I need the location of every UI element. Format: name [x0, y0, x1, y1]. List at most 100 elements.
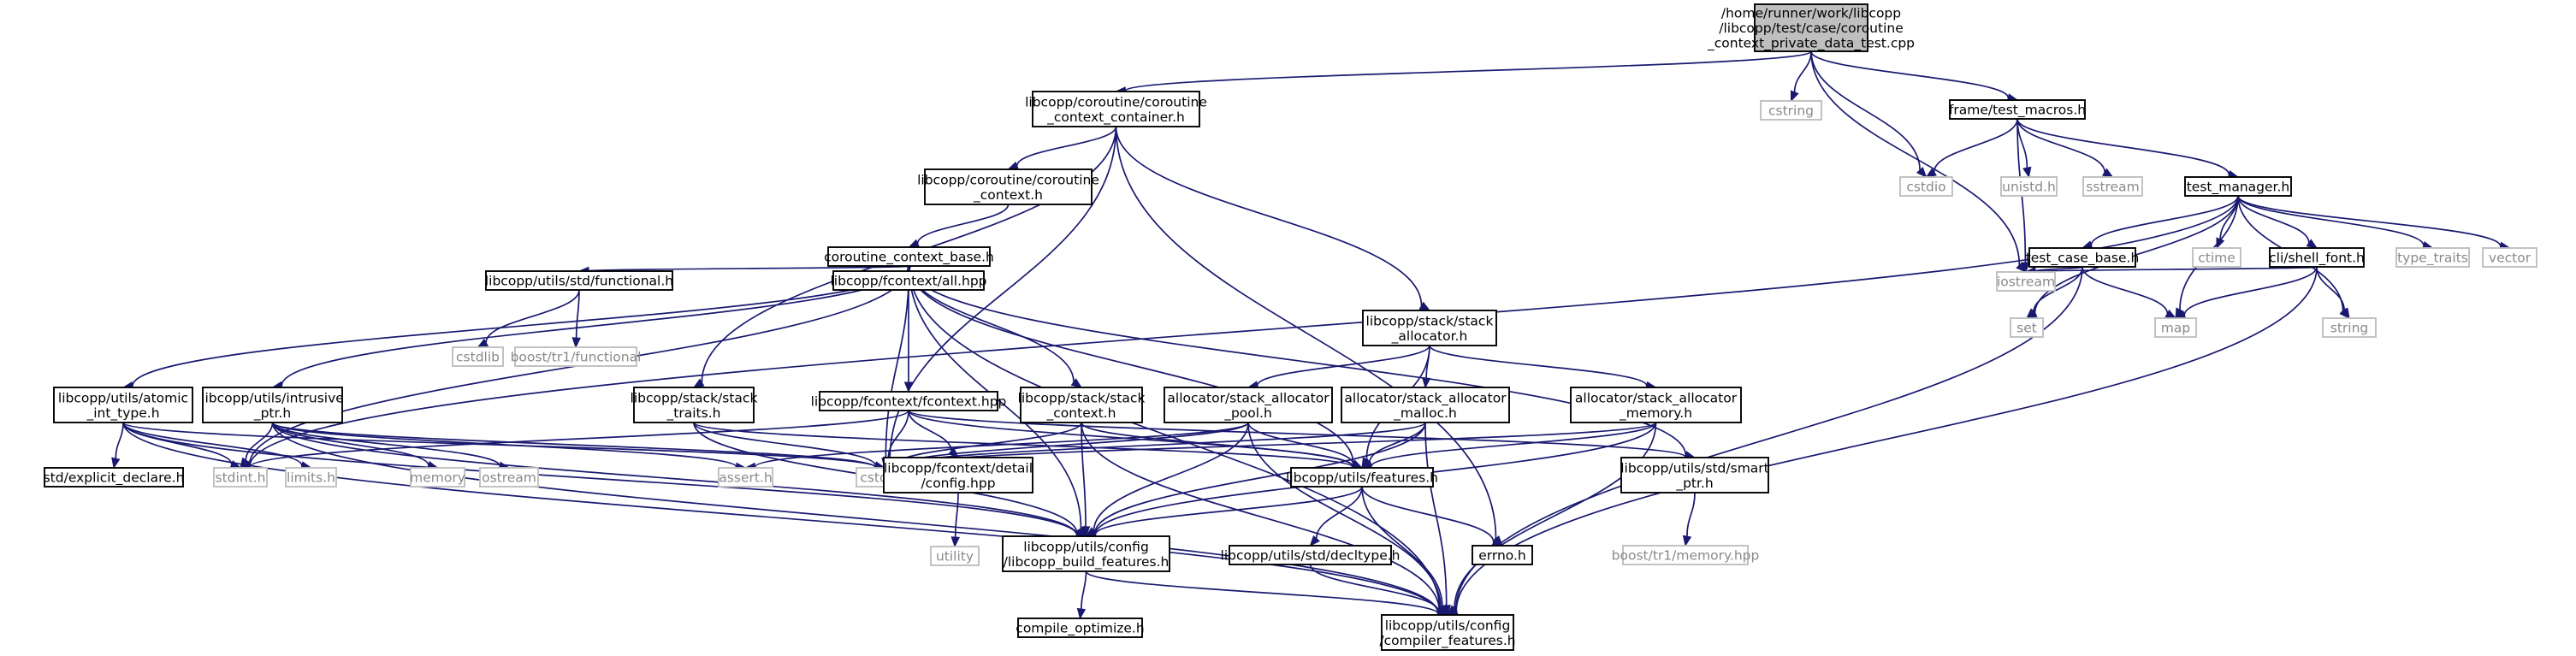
node-fcontext-hpp[interactable]: libcopp/fcontext/fcontext.hpp	[811, 391, 1007, 411]
node-fcontext-all[interactable]: libcopp/fcontext/all.hpp	[831, 270, 987, 291]
node-stack-allocator[interactable]: libcopp/stack/stack_allocator.h	[1362, 310, 1497, 346]
node-coroutine-context-h[interactable]: libcopp/coroutine/coroutine_context.h	[917, 168, 1099, 205]
node-explicit-declare[interactable]: std/explicit_declare.h	[44, 467, 185, 488]
edge-line	[908, 265, 1441, 611]
header-nodes: /home/runner/work/libcopp/libcopp/test/c…	[44, 3, 2538, 651]
node-label: /config.hpp	[921, 476, 995, 491]
arrowhead	[1916, 166, 1928, 178]
arrowhead	[111, 457, 121, 470]
node-label: libcopp/utils/features.h	[1286, 470, 1438, 486]
arrowhead	[2021, 262, 2030, 274]
node-root[interactable]: /home/runner/work/libcopp/libcopp/test/c…	[1707, 3, 1915, 52]
node-type-traits: type_traits	[2395, 247, 2470, 268]
node-box	[2395, 247, 2470, 268]
edge-line	[1686, 492, 1696, 537]
node-label: allocator/stack_allocator	[1575, 390, 1738, 406]
edge-line	[271, 422, 501, 467]
arrowhead	[1070, 378, 1083, 388]
node-label: ostream	[482, 470, 536, 486]
edge-line	[271, 422, 429, 466]
edge-line	[1429, 345, 1648, 387]
node-label: _context_container.h	[1046, 109, 1185, 126]
node-box	[1229, 545, 1392, 565]
node-label: memory	[410, 470, 465, 486]
edge-line	[754, 422, 1249, 468]
edge-line	[2237, 195, 2310, 244]
node-coroutine-context-container[interactable]: libcopp/coroutine/coroutine_context_cont…	[1025, 91, 1207, 127]
edge-line	[954, 492, 959, 538]
node-stack-context[interactable]: libcopp/stack/stack_context.h	[1018, 387, 1146, 423]
node-label: ctime	[2198, 251, 2235, 266]
arrowhead	[1790, 90, 1799, 103]
node-shell-font[interactable]: cli/shell_font.h	[2269, 247, 2365, 268]
node-label: libcopp/fcontext/all.hpp	[831, 274, 987, 289]
node-test-manager[interactable]: test_manager.h	[2184, 176, 2292, 197]
edge-line	[1081, 422, 1353, 467]
node-frame-test-macros[interactable]: frame/test_macros.h	[1949, 99, 2086, 120]
node-features[interactable]: libcopp/utils/features.h	[1286, 467, 1438, 488]
edge-root-to-frame-test-macros	[1810, 50, 2019, 103]
node-build-features[interactable]: libcopp/utils/config/libcopp_build_featu…	[1002, 535, 1170, 572]
edge-line	[1081, 422, 1087, 528]
node-label: cstdlib	[456, 350, 500, 365]
node-label: libcopp/stack/stack	[1366, 313, 1494, 328]
edge-line	[1361, 486, 1495, 542]
node-label: test_manager.h	[2187, 180, 2290, 196]
edge-line	[245, 422, 274, 461]
node-label: /libcopp_build_features.h	[1004, 554, 1170, 570]
node-label: _pool.h	[1223, 405, 1272, 422]
edge-line	[2016, 118, 2105, 173]
node-alloc-memory[interactable]: allocator/stack_allocator_memory.h	[1570, 387, 1742, 423]
edge-line	[122, 422, 233, 465]
node-errno[interactable]: errno.h	[1472, 545, 1533, 565]
edge-coroutine-context-base-to-smart-ptr	[908, 265, 1697, 460]
node-label: _ptr.h	[1675, 476, 1713, 492]
arrowhead	[692, 378, 705, 388]
node-label: _context.h	[1046, 405, 1116, 422]
edge-frame-test-macros-to-sstream	[2016, 118, 2114, 178]
edge-alloc-malloc-to-features	[1360, 422, 1426, 469]
node-label: _memory.h	[1619, 405, 1692, 422]
node-map: map	[2154, 317, 2197, 338]
node-std-functional[interactable]: libcopp/utils/std/functional.h	[485, 270, 673, 291]
node-decltype[interactable]: libcopp/utils/std/decltype.h	[1221, 545, 1401, 565]
edge-line	[1081, 422, 1441, 611]
node-label: allocator/stack_allocator	[1344, 390, 1507, 406]
node-label: string	[2330, 321, 2369, 336]
node-sstream: sstream	[2082, 176, 2143, 197]
arrowhead	[950, 536, 960, 548]
node-coroutine-context-base[interactable]: coroutine_context_base.h	[824, 246, 994, 267]
edge-line	[2316, 266, 2345, 310]
node-box	[718, 467, 773, 488]
edge-frame-test-macros-to-test-manager	[2016, 118, 2240, 180]
node-compile-optimize[interactable]: compile_optimize.h	[1016, 618, 1145, 638]
edge-smart-ptr-to-boost-tr1-memory	[1682, 492, 1696, 547]
edge-features-to-decltype	[1309, 486, 1363, 547]
node-boost-tr1-functional: boost/tr1/functional	[511, 346, 641, 367]
edge-line	[2237, 195, 2502, 247]
arrowhead	[240, 457, 250, 470]
node-compiler-features[interactable]: libcopp/utils/config/compiler_features.h	[1379, 614, 1516, 651]
node-label: test_case_base.h	[2026, 251, 2140, 267]
node-label: assert.h	[719, 470, 772, 486]
node-box	[1381, 614, 1514, 651]
node-label: libcopp/utils/config	[1385, 618, 1511, 633]
dependency-edges	[111, 50, 2511, 620]
edge-root-to-cstring	[1790, 50, 1812, 103]
node-alloc-malloc[interactable]: allocator/stack_allocator_malloc.h	[1341, 387, 1510, 423]
node-test-case-base[interactable]: test_case_base.h	[2026, 247, 2140, 268]
node-smart-ptr[interactable]: libcopp/utils/std/smart_ptr.h	[1620, 457, 1769, 493]
node-atomic-int-type[interactable]: libcopp/utils/atomic_int_type.h	[53, 387, 193, 423]
node-label: libcopp/coroutine/coroutine	[917, 172, 1099, 187]
edge-line	[1081, 570, 1087, 610]
node-alloc-pool[interactable]: allocator/stack_allocator_pool.h	[1164, 387, 1333, 423]
edge-line	[1093, 422, 1249, 531]
node-detail-config[interactable]: libcopp/fcontext/detail/config.hpp	[883, 457, 1033, 493]
node-label: /compiler_features.h	[1379, 633, 1515, 649]
node-box	[2028, 247, 2136, 268]
node-stack-traits[interactable]: libcopp/stack/stack_traits.h	[631, 387, 758, 423]
node-label: _malloc.h	[1393, 405, 1457, 422]
node-intrusive-ptr[interactable]: libcopp/utils/intrusive_ptr.h	[201, 387, 344, 423]
node-label: libcopp/stack/stack	[631, 390, 758, 405]
node-box	[2192, 247, 2241, 268]
